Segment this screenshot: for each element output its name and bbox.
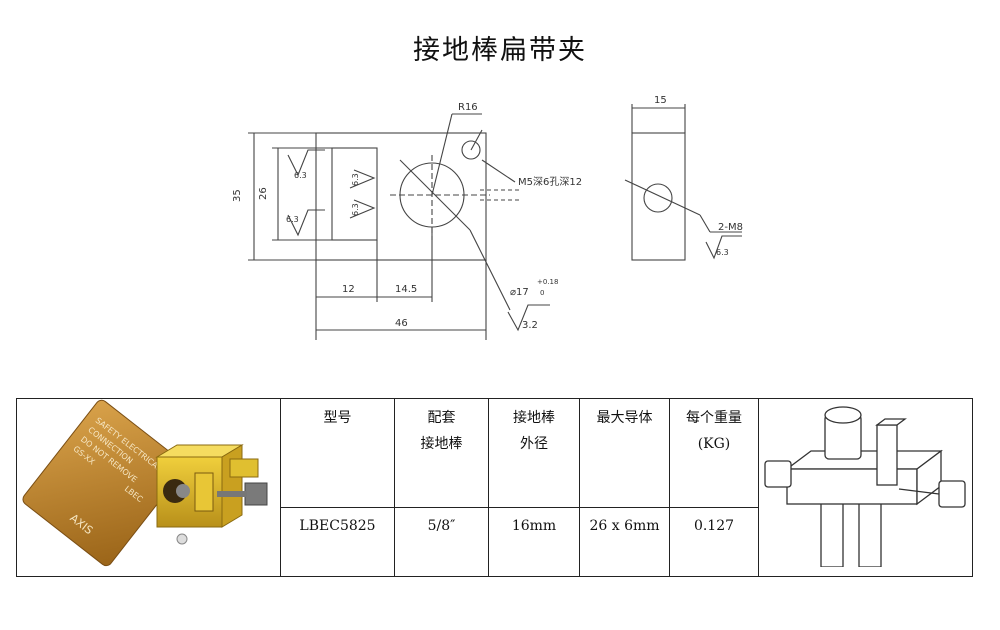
product-photo: SAFETY ELECTRICAL CONNECTION DO NOT REMO… [16, 398, 281, 577]
rough-6-3-slot-b: 6.3 [351, 203, 360, 216]
clamp-drawing [758, 398, 973, 577]
dim-tol-upper: +0.18 [537, 278, 558, 286]
header-model: 型号 [280, 398, 395, 508]
header-rod-diameter: 接地棒外径 [488, 398, 580, 508]
slot-outline [331, 147, 378, 241]
front-view-outline [315, 132, 487, 261]
dim-12: 12 [342, 284, 355, 295]
side-view-outline [631, 132, 686, 261]
rough-6-3-side: 6.3 [716, 248, 729, 257]
dim-thread-note: M5深6孔深12 [518, 176, 582, 188]
rough-6-3-top: 6.3 [294, 171, 307, 180]
value-model: LBEC5825 [280, 507, 395, 577]
value-max-conductor: 26 x 6mm [579, 507, 670, 577]
safety-tag: SAFETY ELECTRICAL CONNECTION DO NOT REMO… [22, 399, 186, 567]
page-title: 接地棒扁带夹 [413, 35, 587, 66]
technical-drawing: R16 M5深6孔深12 35 26 12 14.5 46 ⌀17 +0.18 … [232, 95, 743, 340]
spec-table: SAFETY ELECTRICAL CONNECTION DO NOT REMO… [16, 398, 973, 577]
dim-46: 46 [395, 318, 408, 329]
value-rod-diameter: 16mm [488, 507, 580, 577]
rough-3-2: 3.2 [522, 320, 538, 331]
rough-6-3-bottom: 6.3 [286, 215, 299, 224]
value-weight: 0.127 [669, 507, 759, 577]
dim-35: 35 [232, 189, 243, 202]
header-weight: 每个重量(KG) [669, 398, 759, 508]
dim-tol-lower: 0 [540, 289, 544, 297]
clamp-body [155, 444, 268, 545]
value-matching-rod: 5/8″ [394, 507, 489, 577]
rough-6-3-slot-a: 6.3 [351, 173, 360, 186]
dim-2m8: 2-M8 [718, 222, 743, 233]
dim-dia17: ⌀17 [510, 287, 529, 298]
dim-26: 26 [258, 187, 269, 200]
screw-hole [461, 140, 481, 160]
dim-14-5: 14.5 [395, 284, 417, 295]
dim-15: 15 [654, 95, 667, 106]
dim-r16: R16 [458, 102, 478, 113]
side-view-hole [643, 183, 673, 213]
header-max-conductor: 最大导体 [579, 398, 670, 508]
header-matching-rod: 配套接地棒 [394, 398, 489, 508]
